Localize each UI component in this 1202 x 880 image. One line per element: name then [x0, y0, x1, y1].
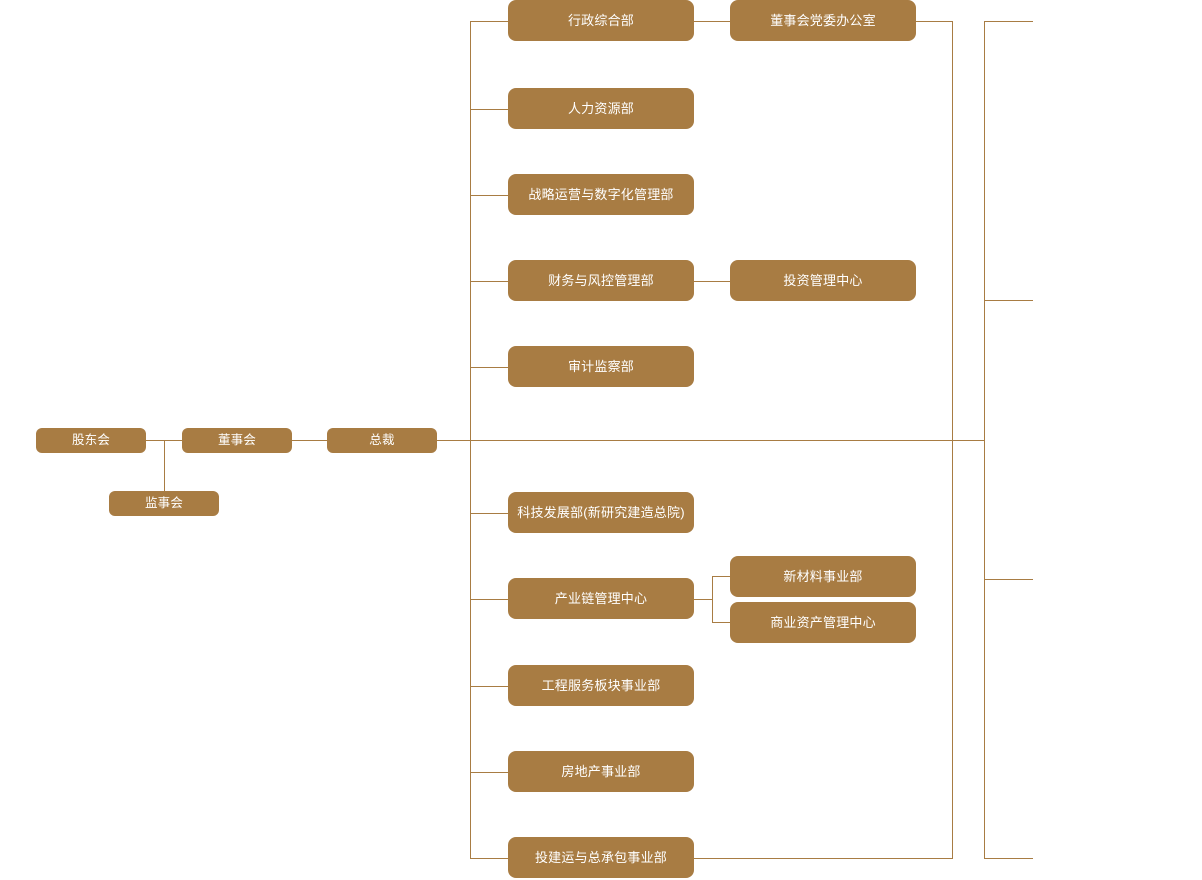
node-label: 监事会: [144, 496, 184, 510]
rail-industry-chain-children: [712, 576, 713, 623]
connector-to-new-materials: [712, 576, 730, 577]
node-commercial-asset-management-center[interactable]: 商业资产管理中心: [730, 602, 916, 643]
node-label: 科技发展部(新研究建造总院): [517, 504, 685, 520]
node-president[interactable]: 总裁: [327, 428, 437, 453]
node-label: 股东会: [71, 433, 111, 447]
stub-real-estate: [470, 772, 508, 773]
node-label: 董事会: [217, 433, 257, 447]
outer-stub-bottom: [984, 858, 1033, 859]
stub-audit-supervision: [470, 367, 508, 368]
node-label: 新材料事业部: [783, 568, 863, 584]
node-label: 产业链管理中心: [554, 590, 648, 606]
stub-administration: [470, 21, 508, 22]
node-label: 投建运与总承包事业部: [534, 849, 667, 865]
stub-human-resources: [470, 109, 508, 110]
node-label: 投资管理中心: [783, 272, 863, 288]
node-engineering-services-division[interactable]: 工程服务板块事业部: [508, 665, 694, 706]
node-board-of-directors[interactable]: 董事会: [182, 428, 292, 453]
outer-stub-lower-middle: [984, 579, 1033, 580]
connector-finance-to-investment-center: [694, 281, 730, 282]
node-finance-risk-control-department[interactable]: 财务与风控管理部: [508, 260, 694, 301]
node-administration-department[interactable]: 行政综合部: [508, 0, 694, 41]
node-technology-development-department[interactable]: 科技发展部(新研究建造总院): [508, 492, 694, 533]
rail-functional-and-business: [470, 21, 471, 858]
node-investment-management-center[interactable]: 投资管理中心: [730, 260, 916, 301]
node-label: 行政综合部: [567, 12, 634, 28]
node-shareholders-meeting[interactable]: 股东会: [36, 428, 146, 453]
node-label: 工程服务板块事业部: [541, 677, 661, 693]
node-label: 审计监察部: [567, 358, 634, 374]
stub-strategy-digital: [470, 195, 508, 196]
node-label: 房地产事业部: [561, 763, 641, 779]
node-industry-chain-management-center[interactable]: 产业链管理中心: [508, 578, 694, 619]
stub-technology-development: [470, 513, 508, 514]
stub-industry-chain: [470, 599, 508, 600]
stub-finance-risk: [470, 281, 508, 282]
node-label: 总裁: [369, 433, 395, 447]
outer-stub-top: [984, 21, 1033, 22]
connector-inner-rail-bottom: [694, 858, 953, 859]
node-audit-supervision-department[interactable]: 审计监察部: [508, 346, 694, 387]
node-label: 财务与风控管理部: [548, 272, 654, 288]
node-board-party-committee-office[interactable]: 董事会党委办公室: [730, 0, 916, 41]
node-strategy-operations-digital-department[interactable]: 战略运营与数字化管理部: [508, 174, 694, 215]
node-real-estate-division[interactable]: 房地产事业部: [508, 751, 694, 792]
outer-stub-upper-middle: [984, 300, 1033, 301]
connector-board-office-right: [916, 21, 953, 22]
node-label: 董事会党委办公室: [770, 12, 876, 28]
connector-president-trunk: [436, 440, 984, 441]
node-new-materials-division[interactable]: 新材料事业部: [730, 556, 916, 597]
connector-supervisors-drop: [164, 440, 165, 504]
connector-to-commercial-assets: [712, 622, 730, 623]
node-label: 战略运营与数字化管理部: [528, 186, 674, 202]
connector-industry-chain-out: [694, 599, 712, 600]
connector-board-to-president: [291, 440, 327, 441]
node-board-of-supervisors[interactable]: 监事会: [109, 491, 219, 516]
stub-investment-construction: [470, 858, 508, 859]
connector-administration-to-board-office: [694, 21, 730, 22]
rail-outer-right: [984, 21, 985, 859]
node-human-resources-department[interactable]: 人力资源部: [508, 88, 694, 129]
node-label: 商业资产管理中心: [770, 614, 876, 630]
node-investment-construction-general-contracting-division[interactable]: 投建运与总承包事业部: [508, 837, 694, 878]
rail-inner-right: [952, 21, 953, 859]
node-label: 人力资源部: [567, 100, 634, 116]
stub-engineering-services: [470, 686, 508, 687]
